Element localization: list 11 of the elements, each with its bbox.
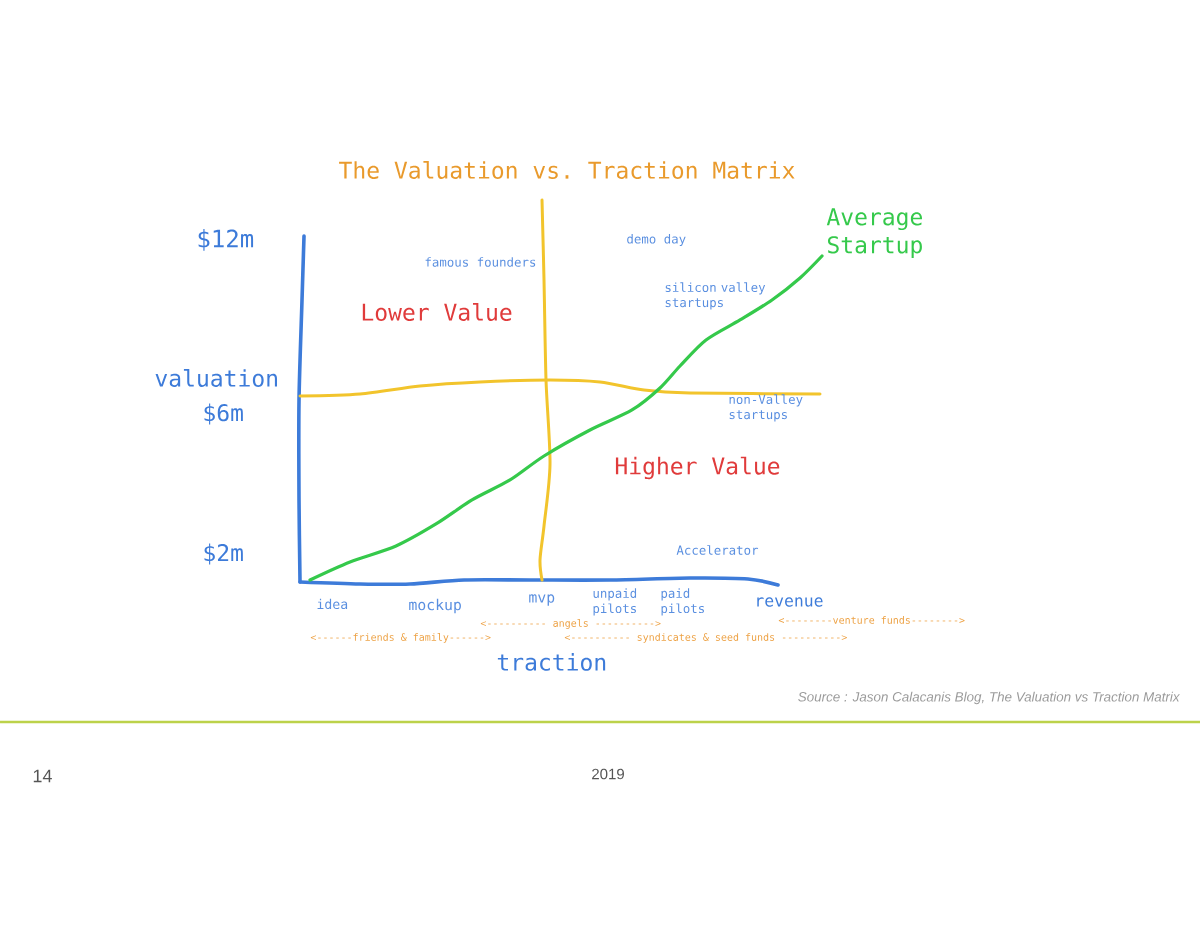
axis-tick-label: $6m (204, 403, 243, 425)
axis-tick-label: $2m (204, 543, 243, 565)
stage-label: revenue (757, 597, 823, 607)
page-number: 14 (33, 769, 52, 783)
axis-title: traction (497, 653, 606, 671)
curve-label: Average Startup (826, 208, 922, 258)
region-label: Higher Value (615, 456, 780, 480)
axis-tick-label: $12m (198, 229, 254, 251)
title: The Valuation vs. Traction Matrix (339, 161, 795, 179)
axis-title: valuation (155, 369, 277, 387)
region-label: Lower Value (362, 303, 512, 321)
